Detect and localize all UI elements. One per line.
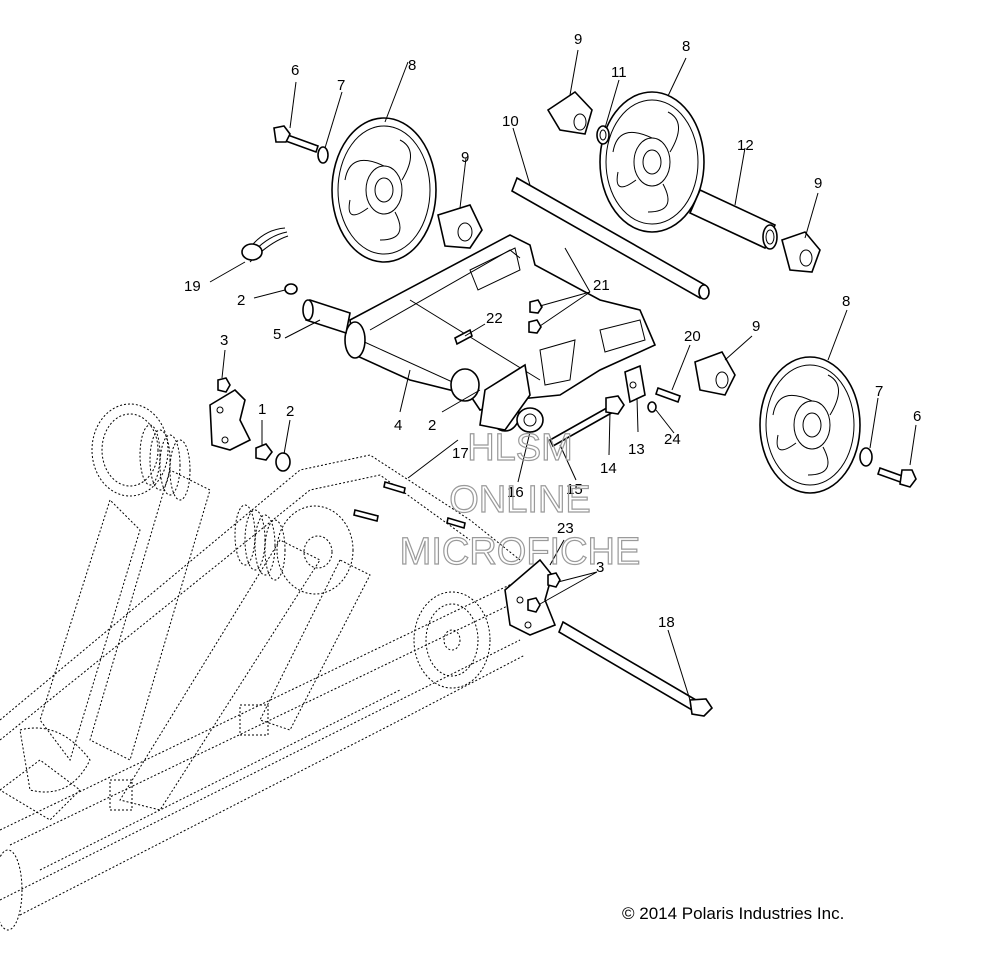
callout-7: 7 <box>337 77 345 94</box>
idler-wheel-upper-left <box>331 117 437 263</box>
watermark-line-3: MICROFICHE <box>400 531 641 573</box>
washer-7b <box>859 447 873 467</box>
idler-wheel-upper-right <box>599 91 705 233</box>
callout-23: 23 <box>557 520 574 537</box>
callout-8: 8 <box>682 38 690 55</box>
adapter-9a <box>437 204 483 249</box>
adapter-9c <box>781 231 821 273</box>
washer-2a <box>284 283 298 295</box>
callout-5: 5 <box>273 326 281 343</box>
rail-frame <box>0 403 526 931</box>
washer-24 <box>647 401 657 413</box>
copyright-notice: © 2014 Polaris Industries Inc. <box>622 904 845 923</box>
callout-9: 9 <box>752 318 760 335</box>
leader-lines <box>209 49 917 701</box>
nut-3b <box>527 572 561 613</box>
pin-22 <box>454 328 473 346</box>
nut-3a <box>217 377 231 393</box>
callout-17: 17 <box>452 445 469 462</box>
callout-8: 8 <box>408 57 416 74</box>
callout-2: 2 <box>428 417 436 434</box>
callout-4: 4 <box>394 417 402 434</box>
bolt-20 <box>654 386 682 404</box>
nut-1 <box>255 443 273 461</box>
bolt-21-b <box>528 319 542 334</box>
adapter-9b <box>546 90 593 135</box>
bolt-6b <box>876 466 917 488</box>
bolt-21-a <box>529 299 543 314</box>
callout-10: 10 <box>502 113 519 130</box>
callouts: 6 7 8 9 11 8 10 9 12 9 19 2 21 5 22 8 20… <box>184 31 921 631</box>
washer-2b <box>275 452 291 472</box>
spacer-12 <box>688 188 778 250</box>
axle-10 <box>511 176 710 300</box>
bracket-23 <box>504 558 557 636</box>
watermark: HLSM ONLINE MICROFICHE <box>399 426 641 573</box>
frame-bolts <box>353 480 466 530</box>
callout-2: 2 <box>286 403 294 420</box>
bolt-15 <box>548 395 625 448</box>
callout-16: 16 <box>507 484 524 501</box>
callout-3: 3 <box>596 559 604 576</box>
callout-18: 18 <box>658 614 675 631</box>
callout-6: 6 <box>291 62 299 79</box>
callout-24: 24 <box>664 431 681 448</box>
callout-22: 22 <box>486 310 503 327</box>
adapter-9d <box>694 351 736 396</box>
callout-9: 9 <box>814 175 822 192</box>
clip-19 <box>241 227 289 263</box>
washer-11 <box>596 125 610 145</box>
callout-12: 12 <box>737 137 754 154</box>
rod-18 <box>558 620 714 717</box>
idler-wheel-lower-right <box>759 356 861 494</box>
washer-7a <box>317 146 329 164</box>
watermark-line-1: HLSM <box>467 427 573 469</box>
callout-14: 14 <box>600 460 617 477</box>
callout-13: 13 <box>628 441 645 458</box>
bolt-6a <box>273 125 320 154</box>
callout-1: 1 <box>258 401 266 418</box>
callout-8: 8 <box>842 293 850 310</box>
callout-11: 11 <box>611 64 627 81</box>
callout-19: 19 <box>184 278 201 295</box>
watermark-line-2: ONLINE <box>449 479 590 521</box>
callout-9: 9 <box>461 149 469 166</box>
callout-3: 3 <box>220 332 228 349</box>
swing-arm <box>302 234 657 432</box>
bracket-left <box>209 388 252 451</box>
callout-6: 6 <box>913 408 921 425</box>
bracket-13 <box>624 364 646 404</box>
callout-9: 9 <box>574 31 582 48</box>
callout-21: 21 <box>593 277 610 294</box>
callout-2: 2 <box>237 292 245 309</box>
callout-20: 20 <box>684 328 701 345</box>
callout-15: 15 <box>566 481 583 498</box>
callout-7: 7 <box>875 383 883 400</box>
